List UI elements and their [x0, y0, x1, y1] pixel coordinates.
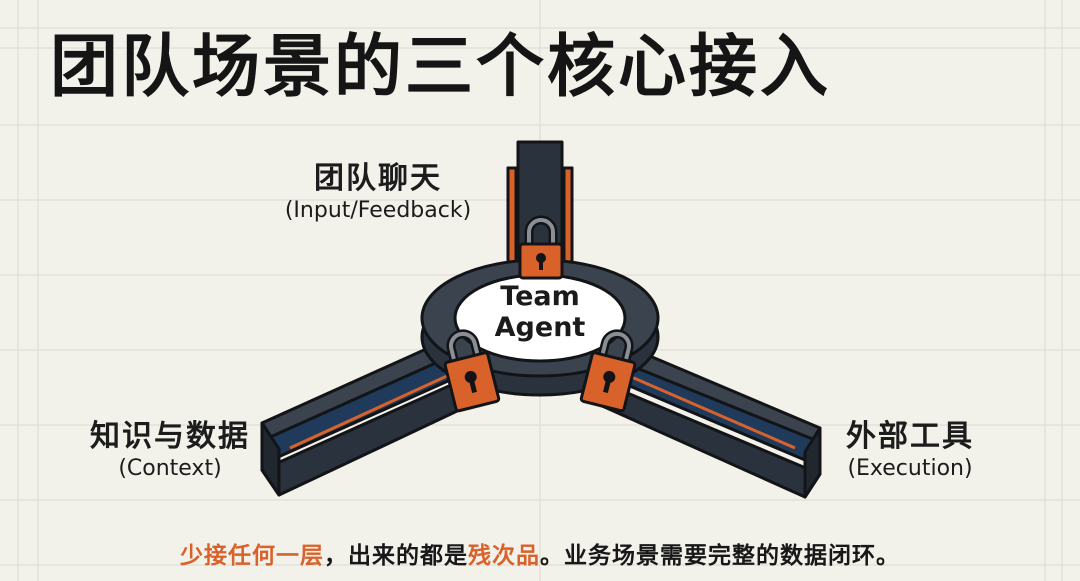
footer-highlight-1: 少接任何一层 [180, 543, 324, 569]
label-team-chat-main: 团队聊天 [314, 161, 442, 196]
center-label: Team Agent [470, 281, 610, 343]
label-external-tools: 外部工具 (Execution) [800, 419, 1020, 483]
lock-icon [518, 215, 564, 280]
label-team-chat: 团队聊天 (Input/Feedback) [268, 161, 488, 225]
footer-highlight-2: 残次品 [468, 543, 540, 569]
center-line1: Team [500, 281, 580, 312]
label-knowledge-data-main: 知识与数据 [90, 419, 250, 454]
label-team-chat-sub: (Input/Feedback) [284, 197, 472, 223]
footer-caption: 少接任何一层，出来的都是残次品。业务场景需要完整的数据闭环。 [0, 536, 1080, 570]
footer-text-1: ，出来的都是 [324, 543, 468, 569]
lock-icon [579, 329, 637, 413]
page-title: 团队场景的三个核心接入 [50, 28, 832, 107]
center-ring [420, 258, 660, 397]
label-knowledge-data-sub: (Context) [118, 455, 222, 481]
center-line2: Agent [494, 312, 586, 344]
footer-text-2: 。业务场景需要完整的数据闭环。 [540, 543, 900, 569]
lock-icon [443, 329, 501, 413]
label-external-tools-main: 外部工具 [846, 419, 974, 454]
right-beam [598, 338, 822, 499]
label-external-tools-sub: (Execution) [847, 455, 973, 481]
label-knowledge-data: 知识与数据 (Context) [60, 419, 280, 483]
left-beam [260, 334, 474, 497]
